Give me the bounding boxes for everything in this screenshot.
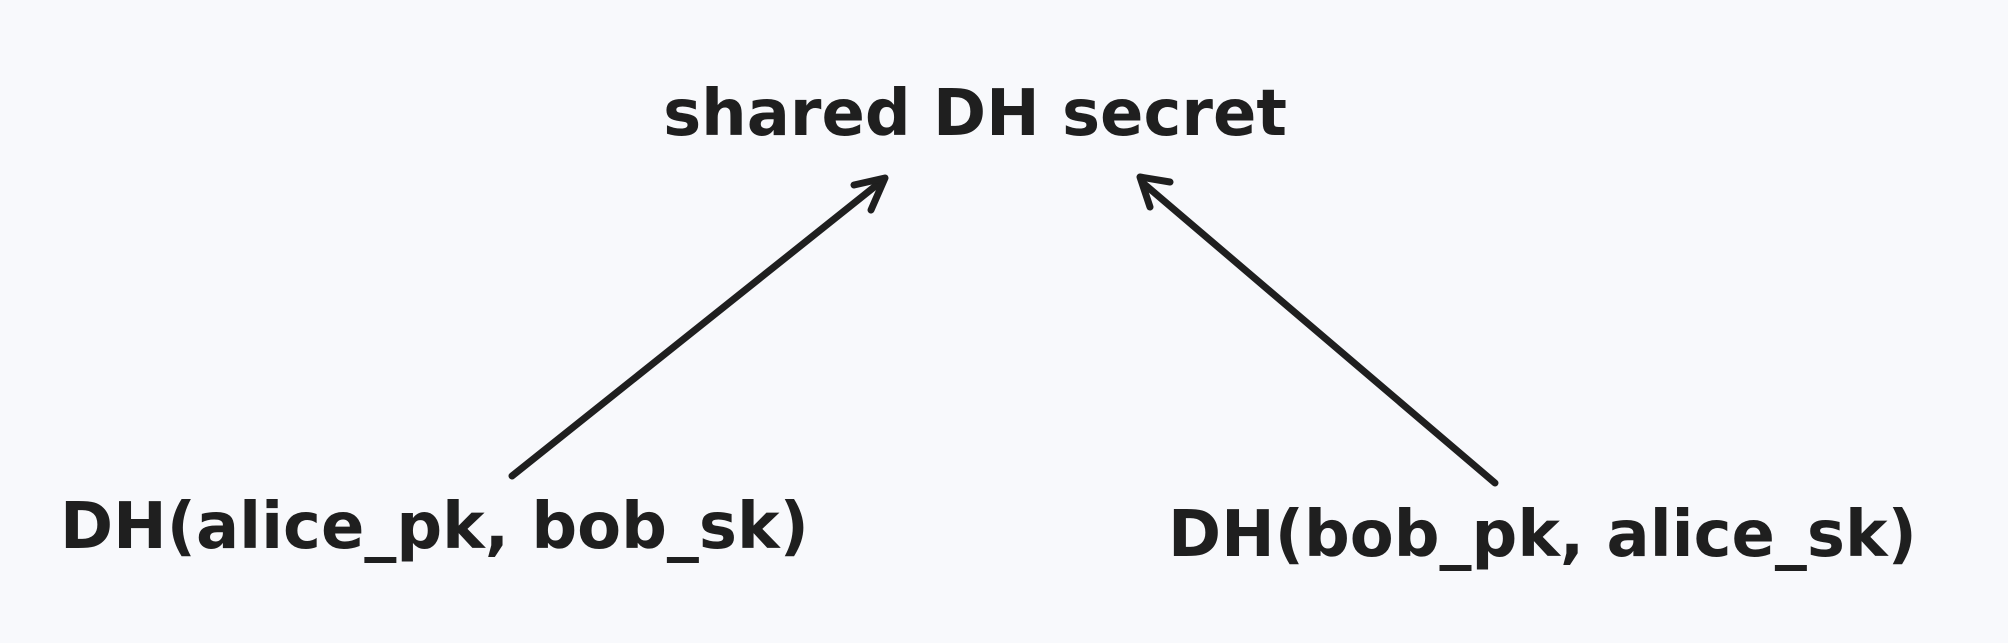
edge-right-to-top-arrowhead [1136,173,1174,211]
edge-left-to-top-shaft [508,176,887,480]
node-shared-secret-label: shared DH secret [663,77,1287,151]
edge-left-to-top-arrow [508,174,889,480]
node-right-dh-label: DH(bob_pk, alice_sk) [1168,498,1917,572]
edge-right-to-top-arrow [1136,173,1499,487]
edge-right-to-top-shaft [1139,179,1499,487]
node-left-dh-label: DH(alice_pk, bob_sk) [60,490,809,564]
edge-left-to-top-arrowhead [850,174,889,214]
